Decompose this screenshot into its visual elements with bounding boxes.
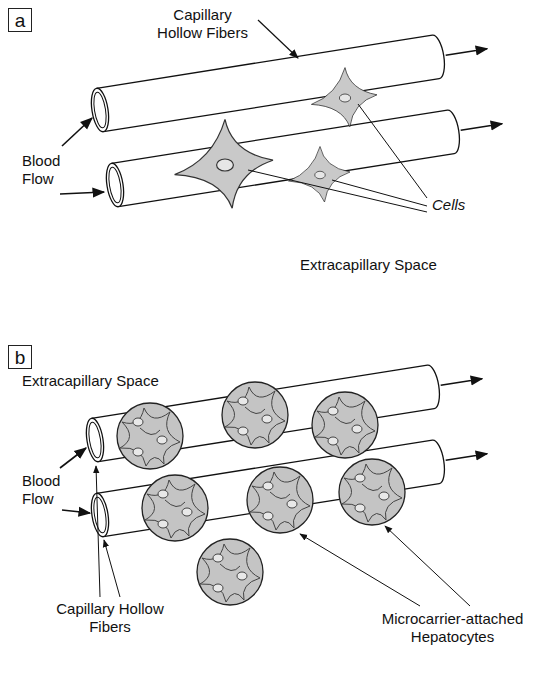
panel-letter-box: a — [8, 8, 32, 32]
part-label: Extracapillary Space — [300, 256, 500, 274]
part-label: Blood Flow — [22, 472, 72, 508]
part-label: Extracapillary Space — [22, 372, 222, 390]
panel-letter-box: b — [8, 345, 32, 369]
part-label: Microcarrier-attached Hepatocytes — [360, 610, 545, 646]
panel-letter: b — [15, 348, 26, 367]
part-label: Cells — [432, 196, 512, 214]
part-label: Blood Flow — [22, 152, 82, 188]
panel-letter: a — [15, 11, 26, 30]
part-label: Capillary Hollow Fibers — [150, 6, 255, 42]
part-label: Capillary Hollow Fibers — [55, 600, 165, 636]
